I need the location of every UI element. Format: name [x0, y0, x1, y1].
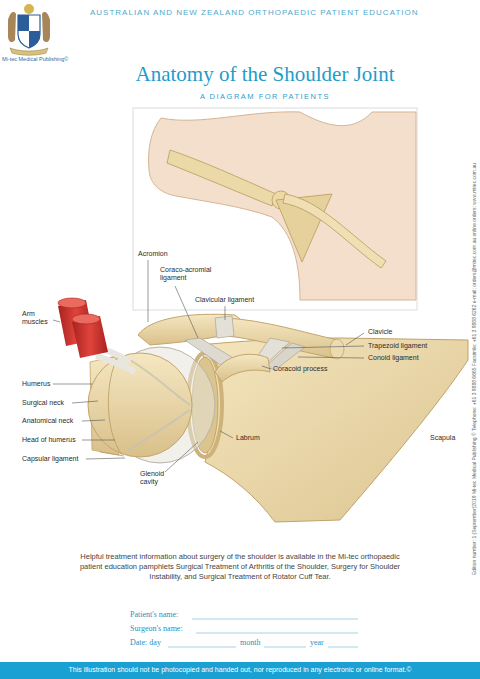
- part-label: Conoid ligament: [368, 354, 419, 362]
- shoulder-joint: [58, 298, 468, 522]
- part-label: Head of humerus: [22, 436, 76, 444]
- inset-frame: [133, 108, 417, 310]
- form-field: year: [310, 638, 324, 648]
- part-label: Scapula: [430, 434, 455, 442]
- part-label: Coracoid process: [273, 365, 327, 373]
- form-lines: [168, 619, 358, 647]
- part-label: Glenoid cavity: [140, 470, 176, 487]
- part-label: Coraco-acromial ligament: [160, 266, 224, 283]
- part-label: Humerus: [22, 380, 50, 388]
- edition-note: Edition number: 1 (September)2019 Mi-tec…: [471, 163, 477, 575]
- info-note: Helpful treatment information about surg…: [70, 552, 410, 582]
- footer-text: This illustration should not be photocop…: [0, 662, 480, 678]
- part-label: Acromion: [138, 250, 168, 258]
- footer-band: This illustration should not be photocop…: [0, 662, 480, 679]
- title: Anatomy of the Shoulder Joint: [110, 62, 420, 87]
- part-label: Clavicle: [368, 328, 393, 336]
- part-label: Arm muscles: [22, 310, 52, 327]
- part-label: Labrum: [236, 434, 260, 442]
- part-label: Capsular ligament: [22, 455, 78, 463]
- part-label: Anatomical neck: [22, 417, 73, 425]
- subtitle: A DIAGRAM FOR PATIENTS: [160, 92, 370, 101]
- header-text: AUSTRALIAN AND NEW ZEALAND ORTHOPAEDIC P…: [90, 8, 418, 18]
- leader-lines: [53, 260, 364, 472]
- publisher-name: Mi-tec Medical Publishing©: [2, 56, 68, 63]
- part-label: Trapezoid ligament: [368, 342, 427, 350]
- form-field: Surgeon's name:: [130, 624, 183, 634]
- logo-crest: [8, 4, 50, 55]
- inset-shoulder: [149, 112, 417, 300]
- form-field: Patient's name:: [130, 610, 178, 620]
- form-field: month: [240, 638, 260, 648]
- form-field: Date: day: [130, 638, 161, 648]
- part-label: Clavicular ligament: [195, 296, 254, 304]
- part-label: Surgical neck: [22, 399, 64, 407]
